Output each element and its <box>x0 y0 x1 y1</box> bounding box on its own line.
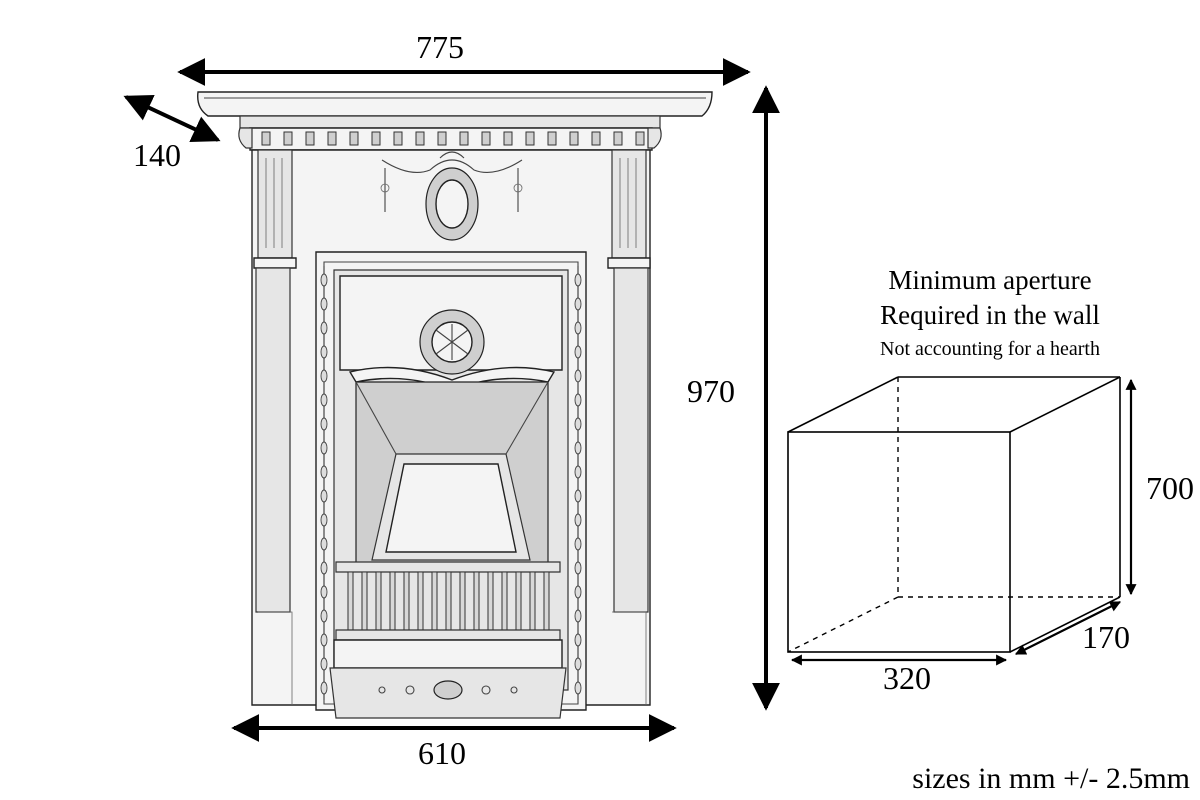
aperture-title-line2: Required in the wall <box>880 300 1100 330</box>
tolerance-note: sizes in mm +/- 2.5mm <box>912 762 1190 795</box>
height-label: 970 <box>687 373 735 409</box>
width-bottom-label: 610 <box>418 735 466 771</box>
aperture-depth-arrow <box>1015 601 1121 655</box>
aperture-section: Minimum aperture Required in the wall No… <box>787 265 1194 696</box>
aperture-note: Not accounting for a hearth <box>880 338 1100 360</box>
fire-grate <box>347 571 550 631</box>
aperture-depth-label: 170 <box>1082 619 1130 655</box>
width-top-label: 775 <box>416 29 464 65</box>
dentil-frieze <box>261 131 645 146</box>
depth-arrow <box>123 94 221 143</box>
beaded-moulding <box>320 273 582 695</box>
fireplace-dimensions: 775 140 970 610 <box>123 29 780 771</box>
aperture-height-label: 700 <box>1146 470 1194 506</box>
depth-label: 140 <box>133 137 181 173</box>
aperture-width-label: 320 <box>883 660 931 696</box>
fireplace-illustration <box>197 91 713 719</box>
aperture-cube <box>787 376 1121 653</box>
aperture-title-line1: Minimum aperture <box>888 265 1091 295</box>
